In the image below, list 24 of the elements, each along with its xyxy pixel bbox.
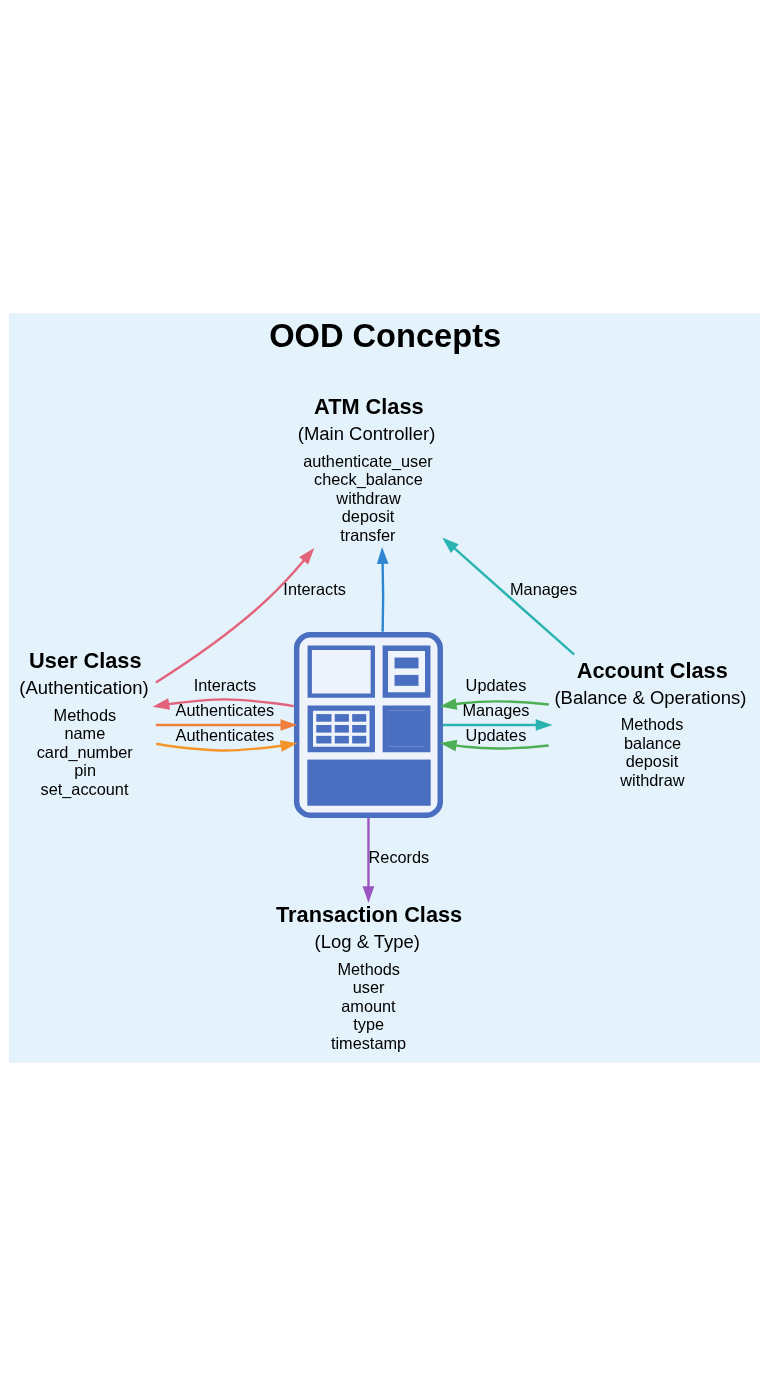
arrow bbox=[155, 719, 297, 731]
node-text: Transaction Class (Log & Type) Methods user amount type timestamp bbox=[275, 902, 462, 1052]
edge-label: Manages bbox=[509, 580, 577, 599]
node-text: ATM Class (Main Controller) authenticate_user check_balance withdraw deposit transfer bbox=[297, 394, 435, 544]
node-text: Account Class (Balance & Operations) Methods balance deposit withdraw bbox=[553, 658, 746, 789]
diagram-title: OOD Concepts bbox=[268, 317, 501, 355]
edge-label: Authenticates bbox=[175, 701, 274, 720]
edge-label: Interacts bbox=[282, 580, 346, 599]
arrow bbox=[155, 740, 297, 752]
arrow bbox=[152, 698, 294, 710]
edge-label: Manages bbox=[461, 701, 529, 720]
edge-label: Interacts bbox=[193, 676, 256, 695]
arrow bbox=[154, 547, 314, 684]
edge-label: Records bbox=[368, 847, 429, 866]
arrow bbox=[442, 719, 552, 731]
arrow bbox=[441, 537, 575, 656]
arrow bbox=[439, 698, 549, 710]
edge-label: Updates bbox=[465, 676, 526, 695]
arrow bbox=[362, 818, 374, 903]
node-text: User Class (Authentication) Methods name card_number pin set_account bbox=[18, 648, 149, 798]
edge-label: Updates bbox=[465, 726, 526, 745]
arrow bbox=[376, 547, 388, 632]
arrow bbox=[439, 739, 549, 752]
edge-label: Authenticates bbox=[175, 726, 274, 745]
